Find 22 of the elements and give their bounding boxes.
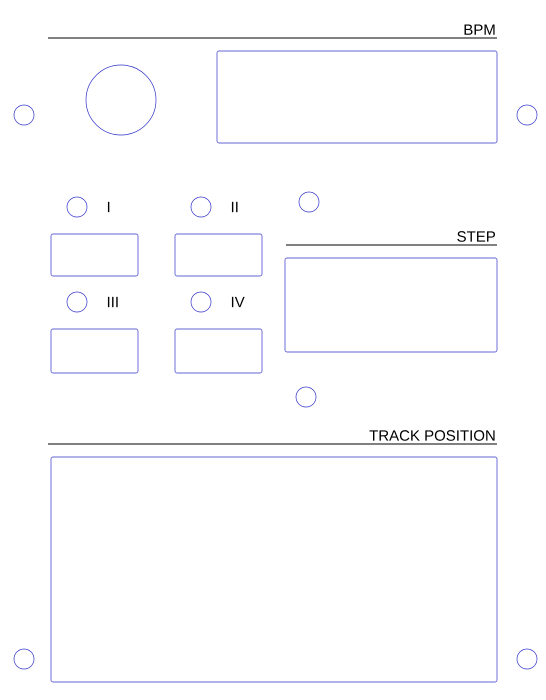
- knob: [86, 64, 156, 136]
- push-button: [50, 328, 138, 374]
- push-button: [50, 234, 138, 276]
- led: [296, 386, 316, 408]
- led: [190, 196, 212, 218]
- panel-label: BPM: [464, 24, 495, 35]
- panel-label: STEP: [457, 231, 495, 242]
- push-button: [174, 234, 262, 276]
- mounting-hole: [14, 104, 34, 126]
- panel-label: TRACK POSITION: [369, 430, 495, 441]
- mounting-hole: [516, 648, 538, 670]
- numeral-label: III: [108, 296, 118, 308]
- mounting-hole: [516, 104, 538, 126]
- led: [298, 192, 320, 212]
- mounting-hole: [14, 648, 34, 670]
- led: [190, 292, 212, 312]
- led: [66, 292, 88, 312]
- numeral-label: II: [232, 202, 238, 212]
- numeral-label: I: [108, 202, 110, 212]
- led: [66, 196, 88, 218]
- numeral-label: IV: [232, 296, 245, 308]
- push-button: [174, 328, 262, 374]
